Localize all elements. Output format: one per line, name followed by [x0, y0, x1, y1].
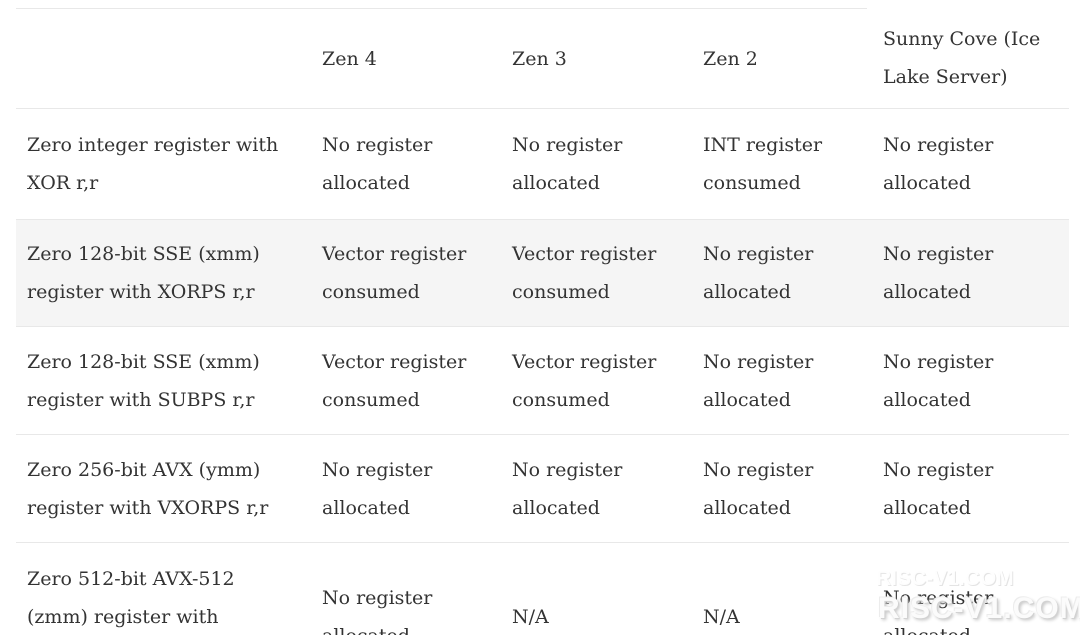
column-header-zen3: Zen 3: [496, 8, 687, 109]
table-cell: No register allocated: [867, 434, 1069, 543]
table-cell: No register allocated: [496, 434, 687, 543]
column-header-zen4: Zen 4: [306, 8, 496, 109]
table-cell: No register allocated: [496, 108, 687, 220]
header-row: Zen 4 Zen 3 Zen 2 Sunny Cove (Ice Lake S…: [16, 8, 1069, 109]
table-row: Zero 128-bit SSE (xmm) register with SUB…: [16, 326, 1069, 435]
table-cell: INT register consumed: [687, 108, 867, 220]
column-header-empty: [16, 8, 306, 109]
column-header-sunny-cove: Sunny Cove (Ice Lake Server): [867, 8, 1069, 109]
row-label: Zero 256-bit AVX (ymm) register with VXO…: [16, 434, 306, 543]
table-cell: No register allocated: [867, 108, 1069, 220]
table-cell: No register allocated: [306, 434, 496, 543]
register-allocation-table: Zen 4 Zen 3 Zen 2 Sunny Cove (Ice Lake S…: [16, 8, 1069, 635]
table-cell: Vector register consumed: [306, 326, 496, 435]
table-cell: No register allocated: [687, 326, 867, 435]
table-row: Zero 256-bit AVX (ymm) register with VXO…: [16, 434, 1069, 543]
table-cell: N/A: [687, 542, 867, 635]
table-cell: No register allocated: [867, 542, 1069, 635]
row-label: Zero integer register with XOR r,r: [16, 108, 306, 220]
row-label: Zero 512-bit AVX-512 (zmm) register with…: [16, 542, 306, 635]
table-row: Zero integer register with XOR r,r No re…: [16, 108, 1069, 220]
table-cell: N/A: [496, 542, 687, 635]
row-label: Zero 128-bit SSE (xmm) register with SUB…: [16, 326, 306, 435]
table-cell: No register allocated: [687, 219, 867, 327]
table-row: Zero 512-bit AVX-512 (zmm) register with…: [16, 542, 1069, 635]
table-cell: No register allocated: [306, 108, 496, 220]
table-row: Zero 128-bit SSE (xmm) register with XOR…: [16, 219, 1069, 327]
column-header-zen2: Zen 2: [687, 8, 867, 109]
table-cell: No register allocated: [867, 326, 1069, 435]
table-cell: Vector register consumed: [496, 326, 687, 435]
table-cell: No register allocated: [867, 219, 1069, 327]
row-label: Zero 128-bit SSE (xmm) register with XOR…: [16, 219, 306, 327]
table-cell: Vector register consumed: [496, 219, 687, 327]
table-cell: No register allocated: [306, 542, 496, 635]
table-cell: No register allocated: [687, 434, 867, 543]
table-cell: Vector register consumed: [306, 219, 496, 327]
